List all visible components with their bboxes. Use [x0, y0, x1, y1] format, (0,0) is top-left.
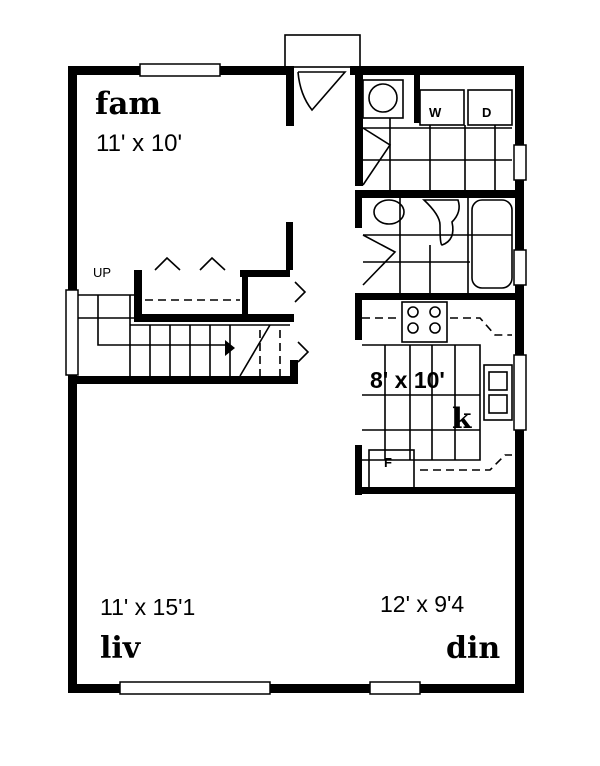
kitchen	[362, 301, 513, 489]
bathroom	[362, 198, 513, 293]
interior-walls	[68, 66, 520, 495]
staircase	[78, 256, 310, 377]
entry-door	[284, 34, 361, 126]
room-size-din: 12' x 9'4	[380, 591, 464, 617]
room-name-din: din	[446, 631, 500, 666]
room-name-kitchen: k	[452, 402, 472, 435]
washer-label: W	[429, 105, 442, 120]
laundry	[362, 79, 513, 190]
stairs-up-label: UP	[93, 265, 111, 280]
fridge-label: F	[384, 455, 392, 470]
room-size-kitchen: 8' x 10'	[370, 367, 445, 393]
room-size-liv: 11' x 15'1	[100, 594, 195, 620]
room-size-fam: 11' x 10'	[96, 130, 182, 157]
dryer-label: D	[482, 105, 491, 120]
room-name-liv: liv	[100, 631, 142, 666]
room-name-fam: fam	[95, 86, 161, 122]
windows	[65, 63, 527, 695]
